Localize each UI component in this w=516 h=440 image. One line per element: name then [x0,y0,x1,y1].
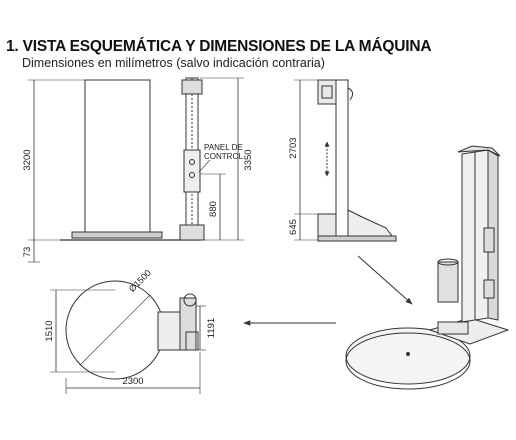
dim-2703: 2703 [288,137,299,158]
side-carriage [317,79,337,105]
side-view [294,79,397,242]
panel-label-line1: PANEL DE [204,143,243,152]
side-base-frame [347,209,393,237]
dim-2300: 2300 [122,376,143,387]
iso-carriage [437,261,459,303]
dim-1510: 1510 [44,320,55,341]
dim-3200: 3200 [22,149,33,170]
load-outline [84,79,151,233]
control-panel-box [183,149,201,193]
dim-645: 645 [288,219,299,235]
carriage [181,79,203,95]
page-title: 1. VISTA ESQUEMÁTICA Y DIMENSIONES DE LA… [6,38,432,55]
dim-3350: 3350 [243,149,254,170]
side-column [335,79,349,241]
dim-880: 880 [208,201,219,217]
dim-diameter: Ø1500 [127,268,153,294]
front-view [28,77,244,263]
page-subtitle: Dimensiones en milímetros (salvo indicac… [22,56,325,70]
front-turntable-base [71,231,163,239]
isometric-view [243,145,510,390]
dim-1191: 1191 [206,318,217,338]
dim-73: 73 [22,247,33,258]
top-view [50,280,206,394]
panel-label-line2: CONTROL [204,152,244,161]
